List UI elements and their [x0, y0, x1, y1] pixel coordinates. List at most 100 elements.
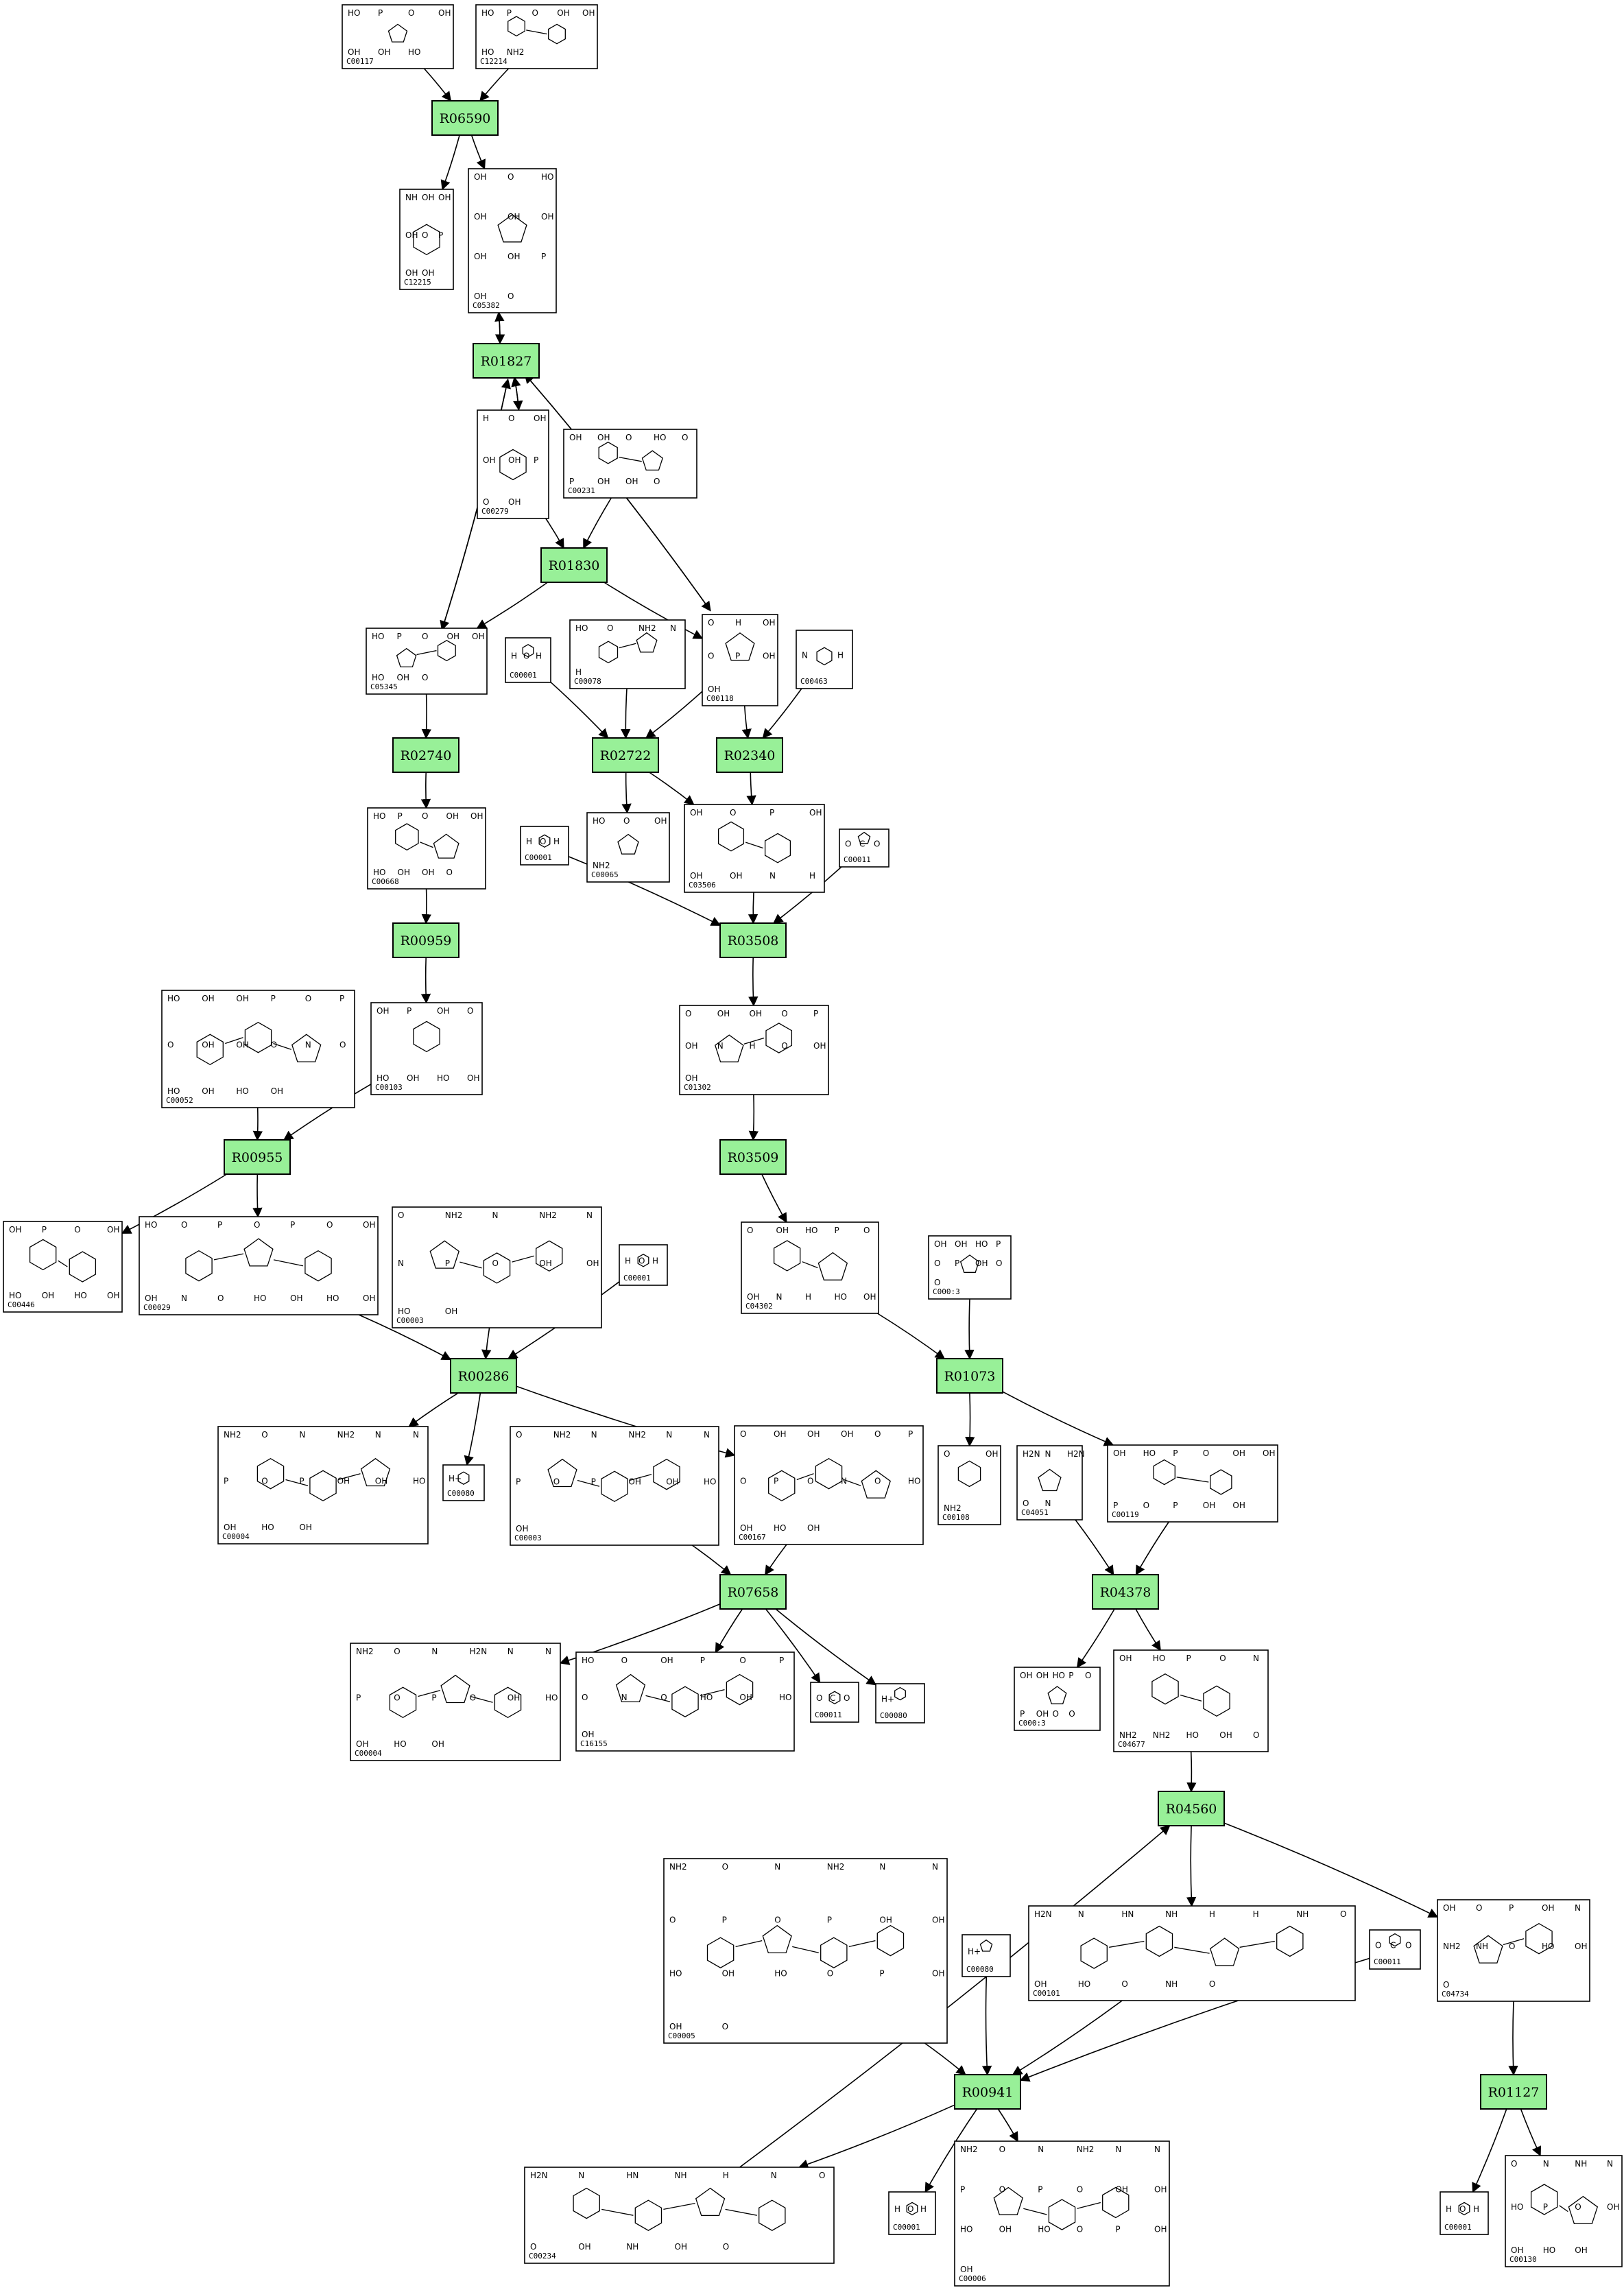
compound-box — [679, 1005, 829, 1095]
edge-C00103-to-R00955 — [283, 1084, 372, 1141]
reaction-node[interactable]: R04378 — [1092, 1574, 1159, 1610]
atom-label: H — [536, 652, 542, 661]
reaction-node[interactable]: R02722 — [592, 737, 659, 773]
reaction-node[interactable]: R00955 — [224, 1139, 291, 1175]
atom-label: O — [944, 1449, 950, 1459]
atom-label: O — [523, 652, 529, 661]
edges-layer — [121, 68, 1542, 2193]
chain-bond — [645, 1695, 671, 1702]
atom-label: OH — [145, 1293, 157, 1303]
atom-label: O — [660, 1693, 667, 1702]
compound-box — [928, 1235, 1012, 1300]
atom-label: HO — [700, 1693, 713, 1702]
atom-label: OH — [474, 172, 486, 182]
compound-id-label: C00065 — [591, 870, 619, 879]
atom-label: O — [582, 1693, 588, 1702]
reaction-id-label: R04560 — [1166, 1802, 1217, 1817]
reaction-node[interactable]: R01127 — [1480, 2074, 1547, 2110]
atom-label: O — [271, 1040, 277, 1050]
reaction-node[interactable]: R00959 — [392, 922, 459, 958]
reaction-node[interactable]: R01827 — [473, 343, 540, 379]
ring-bond — [636, 632, 658, 653]
compound-node[interactable]: H+C00080 — [442, 1464, 485, 1501]
atom-label: NH2 — [1119, 1730, 1137, 1740]
reaction-node[interactable]: R06590 — [431, 100, 499, 136]
atom-label: OH — [407, 1073, 419, 1083]
atom-label: O — [422, 811, 428, 821]
atom-label: N — [1045, 1449, 1051, 1459]
atom-label: HO — [1543, 2245, 1555, 2255]
compound-box — [1107, 1444, 1278, 1523]
atom-label: HO — [372, 632, 384, 641]
compound-id-label: C00004 — [222, 1532, 250, 1541]
reaction-box — [392, 922, 459, 958]
reaction-node[interactable]: R02740 — [392, 737, 459, 773]
reaction-node[interactable]: R07658 — [719, 1574, 787, 1610]
reaction-node[interactable]: R00941 — [954, 2074, 1021, 2110]
reaction-node[interactable]: R03509 — [719, 1139, 787, 1175]
reaction-node[interactable]: R01073 — [936, 1358, 1003, 1394]
atom-label: P — [827, 1916, 832, 1925]
reaction-node[interactable]: R03508 — [719, 922, 787, 958]
reaction-node[interactable]: R00286 — [450, 1358, 517, 1394]
reaction-node[interactable]: R02340 — [716, 737, 783, 773]
reaction-node[interactable]: R01830 — [540, 547, 608, 583]
atom-label: HO — [1153, 1654, 1165, 1663]
compound-node[interactable]: H+C00080 — [875, 1683, 925, 1724]
atom-label: OH — [445, 1307, 457, 1316]
atom-label: O — [623, 816, 630, 826]
compound-node[interactable]: H+C00080 — [962, 1934, 1011, 1977]
atom-label: OH — [271, 1086, 283, 1096]
reaction-node[interactable]: R04560 — [1158, 1791, 1225, 1826]
